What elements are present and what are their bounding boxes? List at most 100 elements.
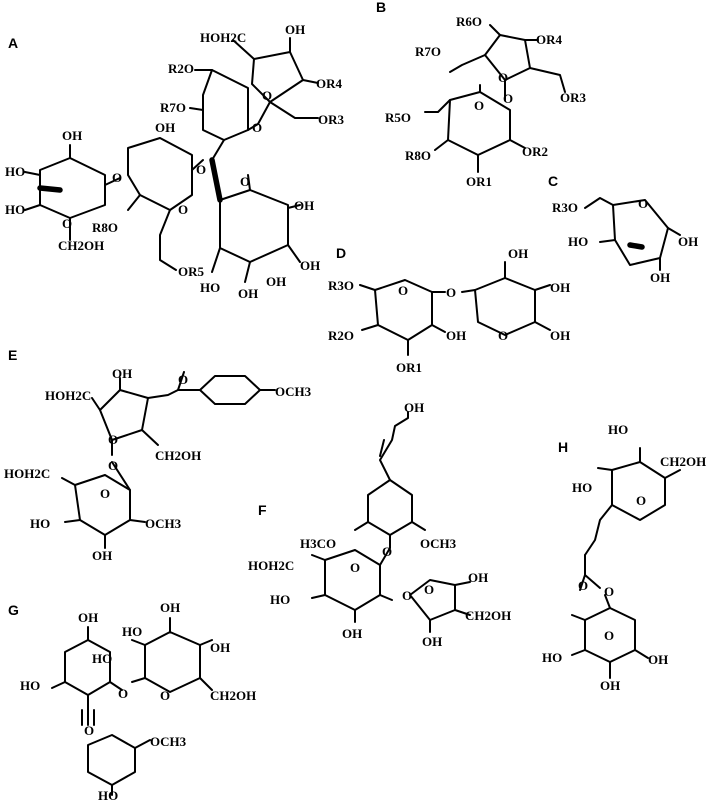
label: R8O xyxy=(92,220,118,235)
label: OR1 xyxy=(396,360,422,375)
label: OR4 xyxy=(316,76,343,91)
label: O xyxy=(62,216,72,231)
label: OCH3 xyxy=(145,516,182,531)
label: O xyxy=(604,584,614,599)
label: R7O xyxy=(160,100,186,115)
label: O xyxy=(398,283,408,298)
panel-e: E OH O OCH3 HOH2C O CH2OH O HOH2C O HO O… xyxy=(4,347,312,563)
label: O xyxy=(108,458,118,473)
label: O xyxy=(160,688,170,703)
label: HO xyxy=(542,650,562,665)
label: OH xyxy=(468,570,488,585)
label: HOH2C xyxy=(200,30,246,45)
panel-f-letter: F xyxy=(258,502,267,518)
label: O xyxy=(100,486,110,501)
label: OCH3 xyxy=(275,384,312,399)
label: OH xyxy=(294,198,314,213)
label: O xyxy=(108,432,118,447)
label: R5O xyxy=(385,110,411,125)
label: HO xyxy=(122,624,142,639)
label: H3CO xyxy=(300,536,336,551)
label: HO xyxy=(98,788,118,803)
panel-g-letter: G xyxy=(8,602,19,618)
label: R7O xyxy=(415,44,441,59)
label: OR3 xyxy=(560,90,587,105)
label: HO xyxy=(30,516,50,531)
label: R2O xyxy=(168,61,194,76)
label: O xyxy=(118,686,128,701)
label: OH xyxy=(155,120,175,135)
label: O xyxy=(474,98,484,113)
label: O xyxy=(350,560,360,575)
panel-b-letter: B xyxy=(376,0,386,15)
panel-b: B R6O OR4 R7O O O OR3 R5O O R8O OR2 OR1 xyxy=(376,0,587,189)
label: OH xyxy=(404,400,424,415)
label: R8O xyxy=(405,148,431,163)
label: OH xyxy=(550,328,570,343)
label: OR1 xyxy=(466,174,492,189)
label: OH xyxy=(648,652,668,667)
label: OR2 xyxy=(522,144,548,159)
label: O xyxy=(178,372,188,387)
label: HO xyxy=(608,422,628,437)
label: OH xyxy=(210,640,230,655)
label: O xyxy=(84,723,94,738)
label: O xyxy=(636,493,646,508)
label: OH xyxy=(92,548,112,563)
label: HO xyxy=(20,678,40,693)
panel-c: C R3O O HO OH OH xyxy=(548,173,698,285)
panel-h: H HO CH2OH HO O O O O HO OH OH xyxy=(542,422,706,693)
label: O xyxy=(402,588,412,603)
label: OH xyxy=(508,246,528,261)
label: O xyxy=(252,120,262,135)
label: O xyxy=(112,170,122,185)
panel-a-letter: A xyxy=(8,35,18,51)
label: OH xyxy=(238,286,258,301)
label: OR4 xyxy=(536,32,563,47)
label: HO xyxy=(92,651,112,666)
label: O xyxy=(638,196,648,211)
label: OR5 xyxy=(178,264,205,279)
label: O xyxy=(196,162,206,177)
panel-e-letter: E xyxy=(8,347,17,363)
label: HOH2C xyxy=(4,466,50,481)
label: OH xyxy=(285,22,305,37)
label: OH xyxy=(78,610,98,625)
label: OCH3 xyxy=(420,536,457,551)
label: OH xyxy=(678,234,698,249)
label: OH xyxy=(600,678,620,693)
label: O xyxy=(604,628,614,643)
label: CH2OH xyxy=(660,454,706,469)
label: O xyxy=(503,91,513,106)
label: HO xyxy=(270,592,290,607)
label: HOH2C xyxy=(45,388,91,403)
label: O xyxy=(446,285,456,300)
label: R6O xyxy=(456,14,482,29)
panel-c-letter: C xyxy=(548,173,558,189)
label: O xyxy=(498,70,508,85)
label: CH2OH xyxy=(155,448,201,463)
label: OH xyxy=(446,328,466,343)
label: OR3 xyxy=(318,112,345,127)
label: HOH2C xyxy=(248,558,294,573)
panel-h-letter: H xyxy=(558,439,568,455)
label: OH xyxy=(550,280,570,295)
label: OH xyxy=(112,366,132,381)
label: CH2OH xyxy=(58,238,104,253)
label: O xyxy=(424,582,434,597)
label: HO xyxy=(572,480,592,495)
label: OH xyxy=(266,274,286,289)
label: O xyxy=(262,88,272,103)
label: HO xyxy=(5,164,25,179)
label: HO xyxy=(5,202,25,217)
label: O xyxy=(578,578,588,593)
panel-d-letter: D xyxy=(336,245,346,261)
label: OH xyxy=(160,600,180,615)
label: O xyxy=(240,174,250,189)
label: OH xyxy=(62,128,82,143)
label: O xyxy=(178,202,188,217)
label: HO xyxy=(200,280,220,295)
label: R3O xyxy=(552,200,578,215)
label: OH xyxy=(422,634,442,649)
